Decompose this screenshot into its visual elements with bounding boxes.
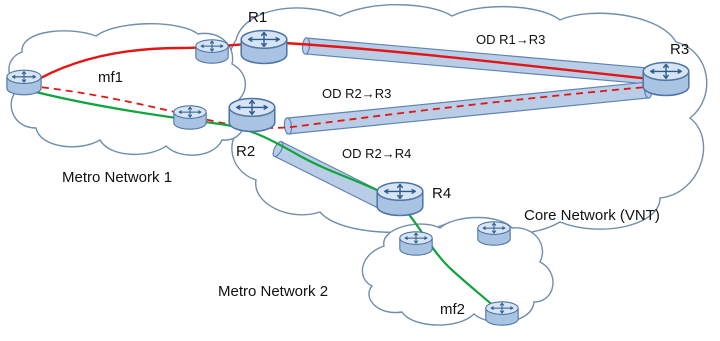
router-icon-metro1-a xyxy=(195,39,229,64)
label-mf2: mf2 xyxy=(440,301,465,318)
router-icon-metro2-b xyxy=(477,221,511,246)
router-icon-metro2-a xyxy=(399,231,433,256)
label-metro-network-1: Metro Network 1 xyxy=(62,169,172,186)
label-od-r1-r3: OD R1→R3 xyxy=(476,32,545,47)
label-od-r2-r4: OD R2→R4 xyxy=(342,146,411,161)
label-od-r2-r3: OD R2→R3 xyxy=(322,86,391,101)
router-icon-mf2 xyxy=(485,301,519,326)
label-r2: R2 xyxy=(236,143,255,160)
label-metro-network-2: Metro Network 2 xyxy=(218,283,328,300)
router-icon-mf1-edge xyxy=(6,69,42,96)
router-icon-r2 xyxy=(228,97,276,133)
router-icon-r1 xyxy=(240,29,288,65)
labels: R1 R2 R3 R4 mf1 mf2 OD R1→R3 OD R2→R3 OD… xyxy=(62,9,689,318)
label-r3: R3 xyxy=(670,41,689,58)
label-mf1: mf1 xyxy=(98,69,123,86)
path-red-dashed-r2-r3 xyxy=(29,83,683,129)
router-icon-r4 xyxy=(376,181,424,217)
label-r1: R1 xyxy=(248,9,267,26)
label-r4: R4 xyxy=(432,185,451,202)
router-icon-r3 xyxy=(642,61,690,97)
path-green-r2-r4-mf2 xyxy=(27,88,512,325)
label-core-network: Core Network (VNT) xyxy=(524,207,660,224)
router-icon-metro1-b xyxy=(173,105,207,130)
